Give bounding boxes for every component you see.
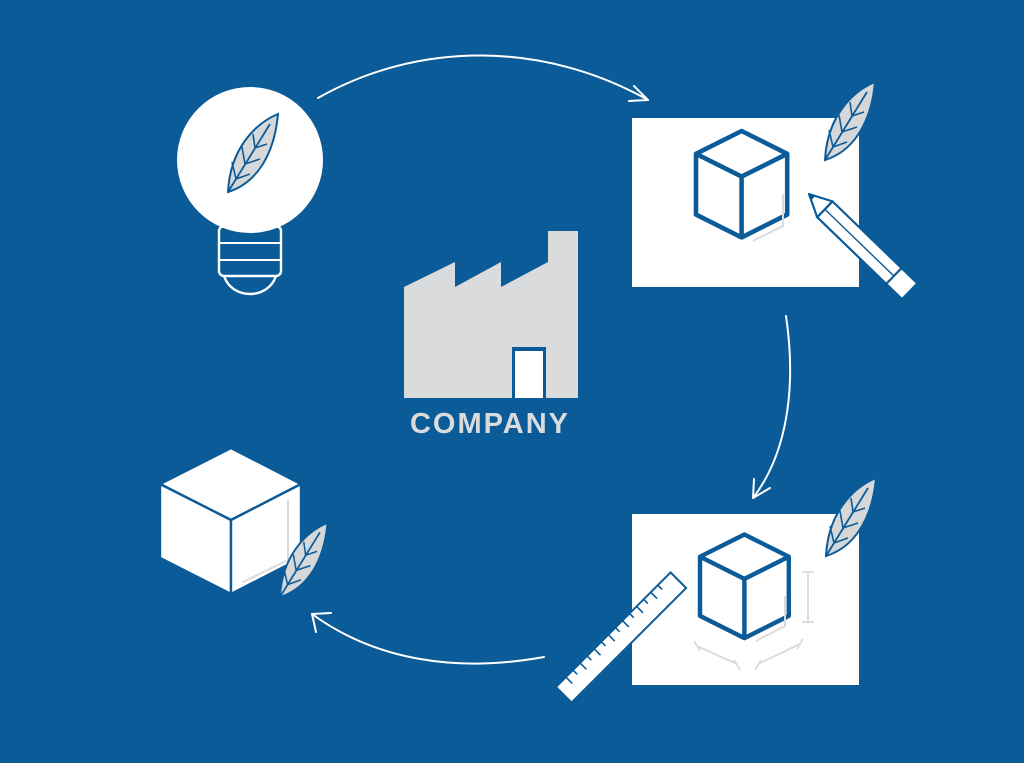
arrow-idea-to-design <box>317 54 649 102</box>
pencil-icon <box>807 192 919 301</box>
company-label: COMPANY <box>409 408 571 440</box>
ruler-icon <box>554 571 688 704</box>
dimension-marks <box>693 571 814 671</box>
arrow-measurement-to-product <box>311 612 545 665</box>
cube-leaf-icon <box>158 446 329 598</box>
lightbulb-leaf-icon <box>177 87 323 296</box>
arrow-design-to-measurement <box>752 315 792 499</box>
blueprint-ruler-icon <box>554 477 877 704</box>
blueprint-pencil-icon <box>632 81 919 301</box>
factory-icon <box>404 231 578 398</box>
cycle-arrows <box>311 54 792 665</box>
